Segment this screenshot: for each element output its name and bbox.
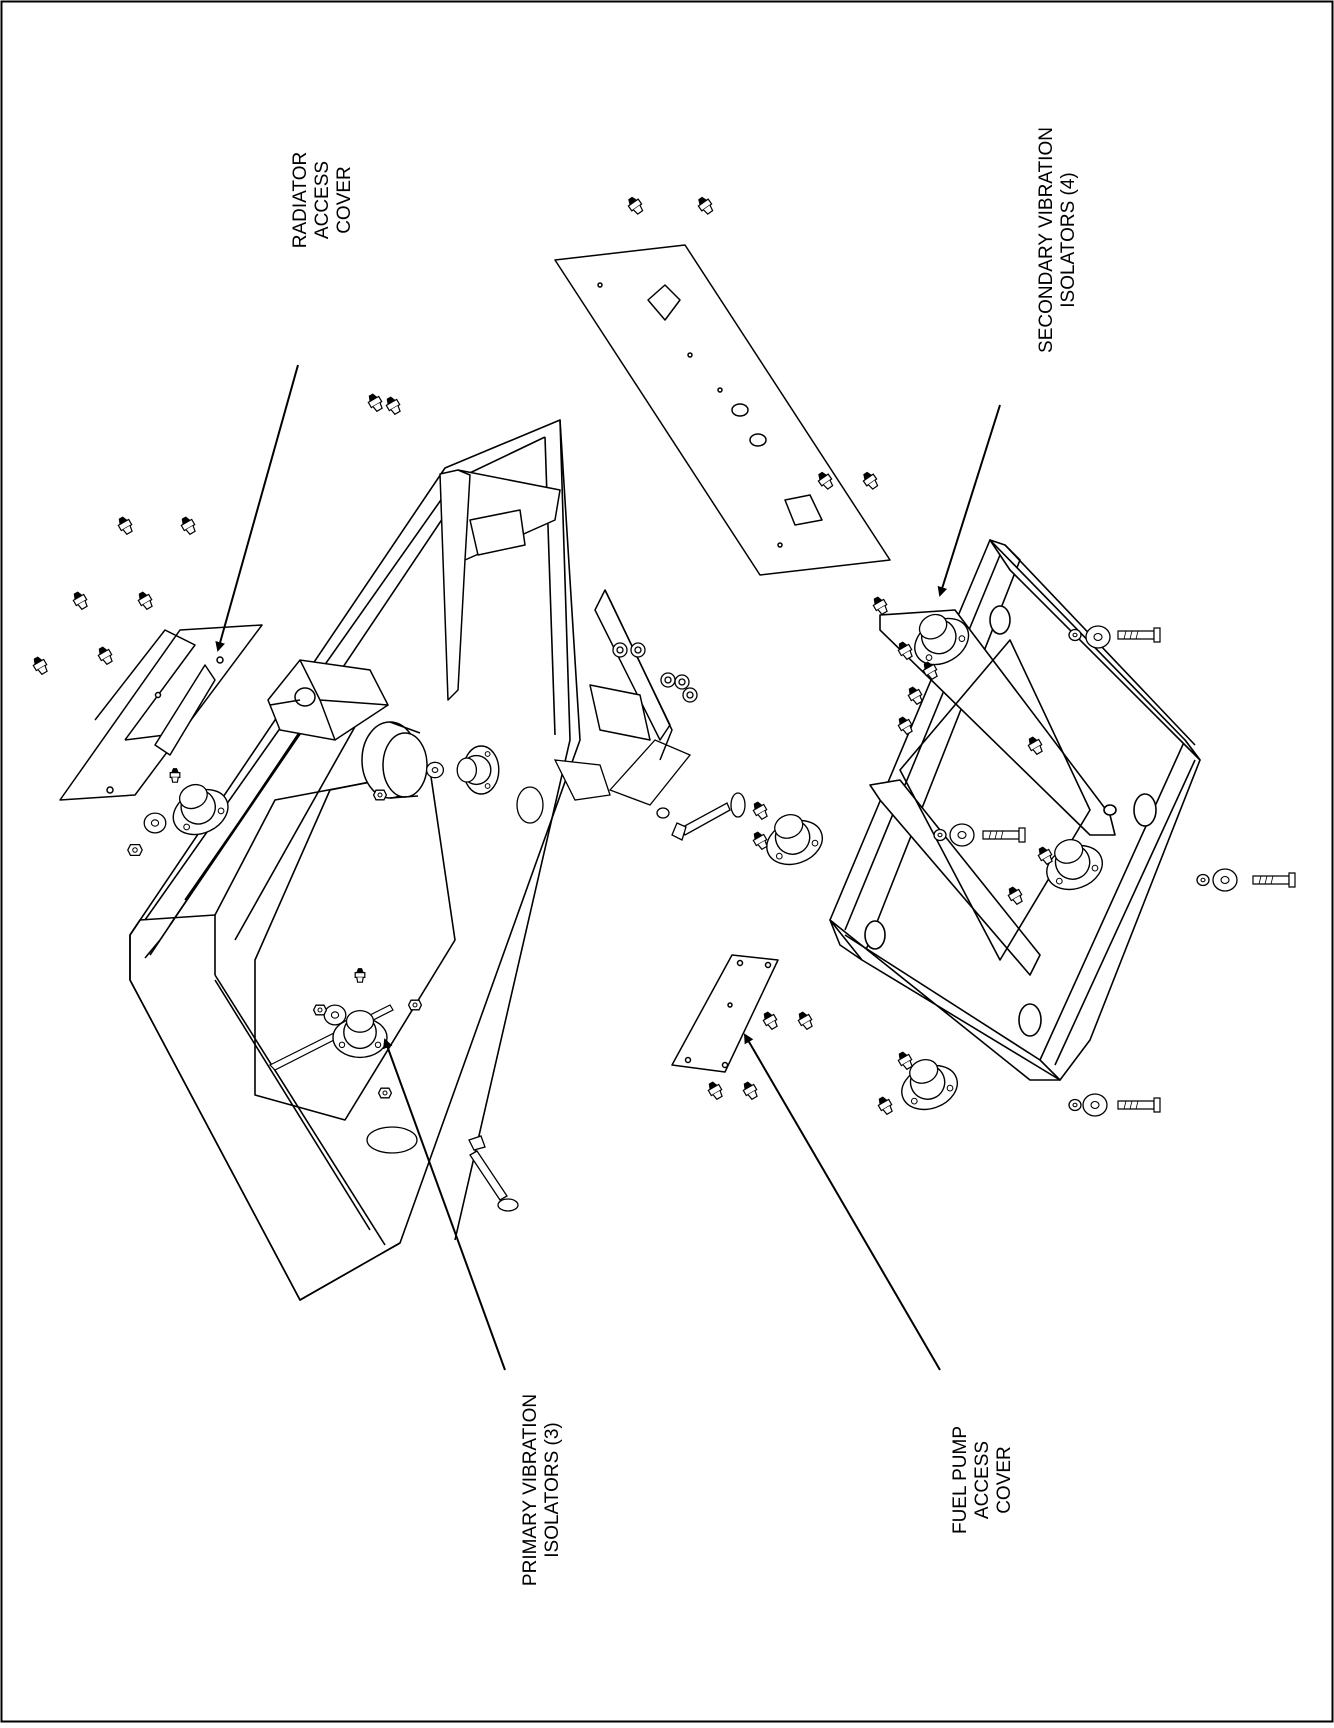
end-cover-panel xyxy=(555,245,890,575)
arrow-primary-vibration-isolators xyxy=(383,1038,505,1370)
label-line: FUEL PUMP xyxy=(950,1425,971,1535)
radiator-access-cover-part xyxy=(60,625,262,800)
label-fuel-pump-access-cover: FUEL PUMP ACCESS COVER xyxy=(950,1370,1016,1590)
label-line: RADIATOR xyxy=(290,151,311,249)
label-line: ISOLATORS (3) xyxy=(542,1422,563,1558)
sub-base-frame xyxy=(830,540,1200,1080)
rail-cutout xyxy=(610,740,690,818)
label-line: PRIMARY VIBRATION xyxy=(520,1393,541,1587)
label-primary-vibration-isolators: PRIMARY VIBRATION ISOLATORS (3) xyxy=(520,1340,564,1640)
label-line: COVER xyxy=(334,166,355,234)
arrow-fuel-pump-access-cover xyxy=(743,1033,940,1370)
primary-isolator-assembly xyxy=(270,1005,393,1070)
leader-arrows xyxy=(215,365,1000,1370)
filter-housing xyxy=(268,660,388,740)
label-secondary-vibration-isolators: SECONDARY VIBRATION ISOLATORS (4) xyxy=(1036,90,1080,390)
label-line: SECONDARY VIBRATION xyxy=(1036,127,1057,353)
duct-ring xyxy=(362,722,427,798)
label-line: ACCESS xyxy=(312,160,333,240)
drain-hole xyxy=(367,1127,417,1153)
label-line: COVER xyxy=(994,1446,1015,1514)
enclosure-side-panel xyxy=(440,470,672,760)
label-radiator-access-cover: RADIATOR ACCESS COVER xyxy=(290,100,356,300)
tray-isolator-group xyxy=(373,745,610,823)
lifting-bolt-front xyxy=(469,1136,518,1211)
lifting-bolt-rear xyxy=(672,793,745,840)
arrow-secondary-vibration-isolators xyxy=(937,405,1000,597)
arrow-radiator-access-cover xyxy=(215,365,298,652)
fuel-pump-access-cover-part xyxy=(672,955,778,1072)
label-line: ACCESS xyxy=(972,1440,993,1520)
label-line: ISOLATORS (4) xyxy=(1058,172,1079,308)
enclosure-base-frame xyxy=(130,420,580,1300)
grommet-group xyxy=(613,643,697,702)
